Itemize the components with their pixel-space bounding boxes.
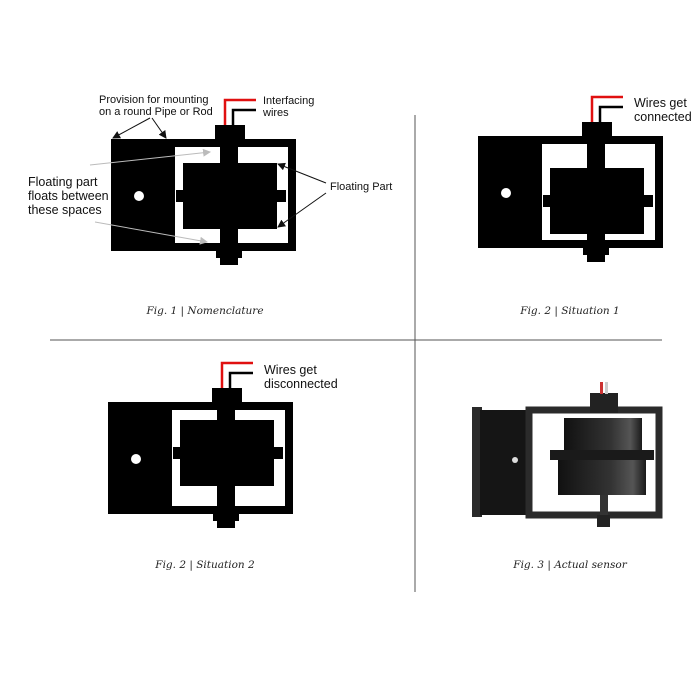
caption-fig2-situation2: Fig. 2 | Situation 2 — [155, 559, 255, 571]
label-wires-connected: Wires get connected — [634, 96, 692, 124]
caption-fig1: Fig. 1 | Nomenclature — [146, 305, 264, 317]
side-tabs — [543, 195, 653, 207]
actual-sensor-photo — [472, 382, 663, 527]
bottom-cap-tip — [220, 257, 238, 265]
bottom-cap — [583, 247, 609, 255]
side-tabs — [176, 190, 286, 202]
label-floating-space: Floating part floats between these space… — [28, 175, 109, 217]
fig1-sensor-diagram — [111, 98, 296, 265]
red-wire — [590, 95, 623, 122]
bottom-cap-tip — [587, 254, 605, 262]
bottom-cap — [216, 250, 242, 258]
bottom-cap — [213, 513, 239, 521]
label-wires-disconnected: Wires get disconnected — [264, 363, 338, 391]
black-wire — [231, 108, 256, 125]
red-wire — [223, 98, 256, 125]
caption-fig3: Fig. 3 | Actual sensor — [513, 559, 627, 571]
mounting-hole — [131, 454, 141, 464]
label-mounting-provision: Provision for mounting on a round Pipe o… — [99, 94, 213, 118]
top-cap — [212, 388, 242, 403]
mounting-hole — [134, 191, 144, 201]
label-interfacing-wires: Interfacing wires — [263, 95, 315, 119]
fig2-situation1-diagram — [478, 95, 663, 262]
fig1-annotation-arrows — [89, 117, 327, 245]
top-cap — [215, 125, 245, 140]
red-wire — [220, 361, 253, 388]
mounting-hole — [501, 188, 511, 198]
caption-fig2-situation1: Fig. 2 | Situation 1 — [520, 305, 620, 317]
black-wire — [228, 371, 253, 388]
bottom-cap-tip — [217, 520, 235, 528]
top-cap — [582, 122, 612, 137]
fig2-situation2-diagram — [108, 361, 293, 528]
side-tabs — [173, 447, 283, 459]
black-wire — [598, 105, 623, 122]
label-floating-part: Floating Part — [330, 181, 393, 193]
